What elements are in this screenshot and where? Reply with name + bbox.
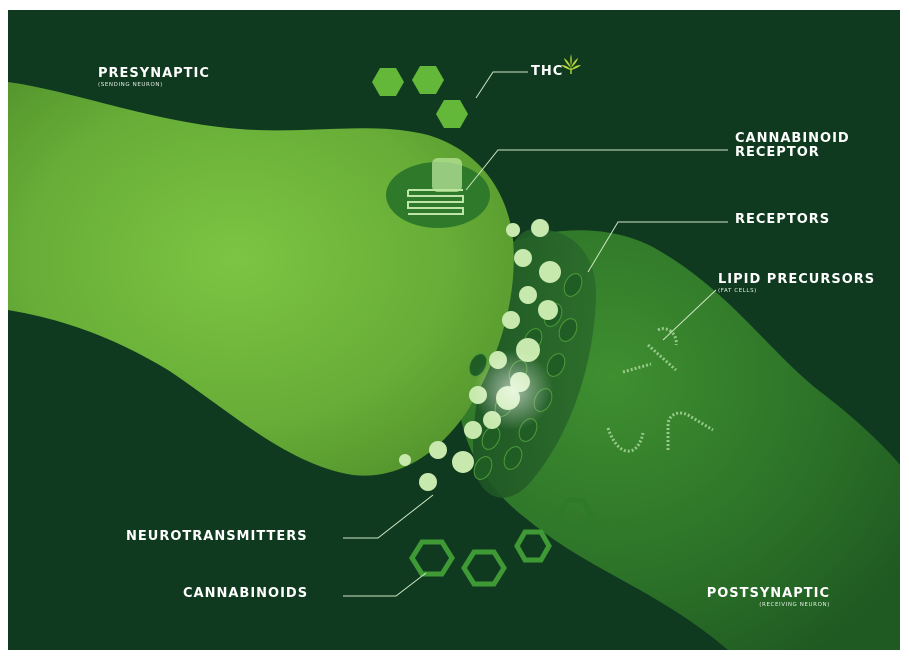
synapse-illustration: [8, 10, 900, 650]
presynaptic-subtitle: (SENDING NEURON): [98, 83, 210, 89]
synapse-diagram: PRESYNAPTIC (SENDING NEURON) THC CANNABI…: [8, 10, 900, 650]
receptor-glow: [432, 158, 462, 192]
cannabis-leaf-icon: [561, 54, 581, 74]
presynaptic-title: PRESYNAPTIC: [98, 66, 210, 81]
cannabinoid-receptor-label: CANNABINOID RECEPTOR: [735, 132, 850, 159]
presynaptic-label: PRESYNAPTIC (SENDING NEURON): [98, 67, 210, 88]
postsynaptic-title: POSTSYNAPTIC: [707, 586, 830, 601]
presynaptic-neuron: [8, 82, 514, 476]
cannabinoid-receptor-line2: RECEPTOR: [735, 145, 820, 160]
postsynaptic-subtitle: (RECEIVING NEURON): [707, 603, 830, 609]
postsynaptic-label: POSTSYNAPTIC (RECEIVING NEURON): [707, 587, 830, 608]
lipid-precursors-label: LIPID PRECURSORS (FAT CELLS): [718, 273, 875, 294]
neurotransmitters-label: NEUROTRANSMITTERS: [126, 530, 308, 544]
vesicle-glow: [473, 350, 553, 430]
lipid-precursors-title: LIPID PRECURSORS: [718, 272, 875, 287]
lipid-precursors-subtitle: (FAT CELLS): [718, 289, 875, 295]
receptors-label: RECEPTORS: [735, 213, 830, 227]
thc-hexagons: [372, 66, 468, 128]
cannabinoids-label: CANNABINOIDS: [183, 587, 308, 601]
thc-label: THC: [531, 65, 563, 79]
